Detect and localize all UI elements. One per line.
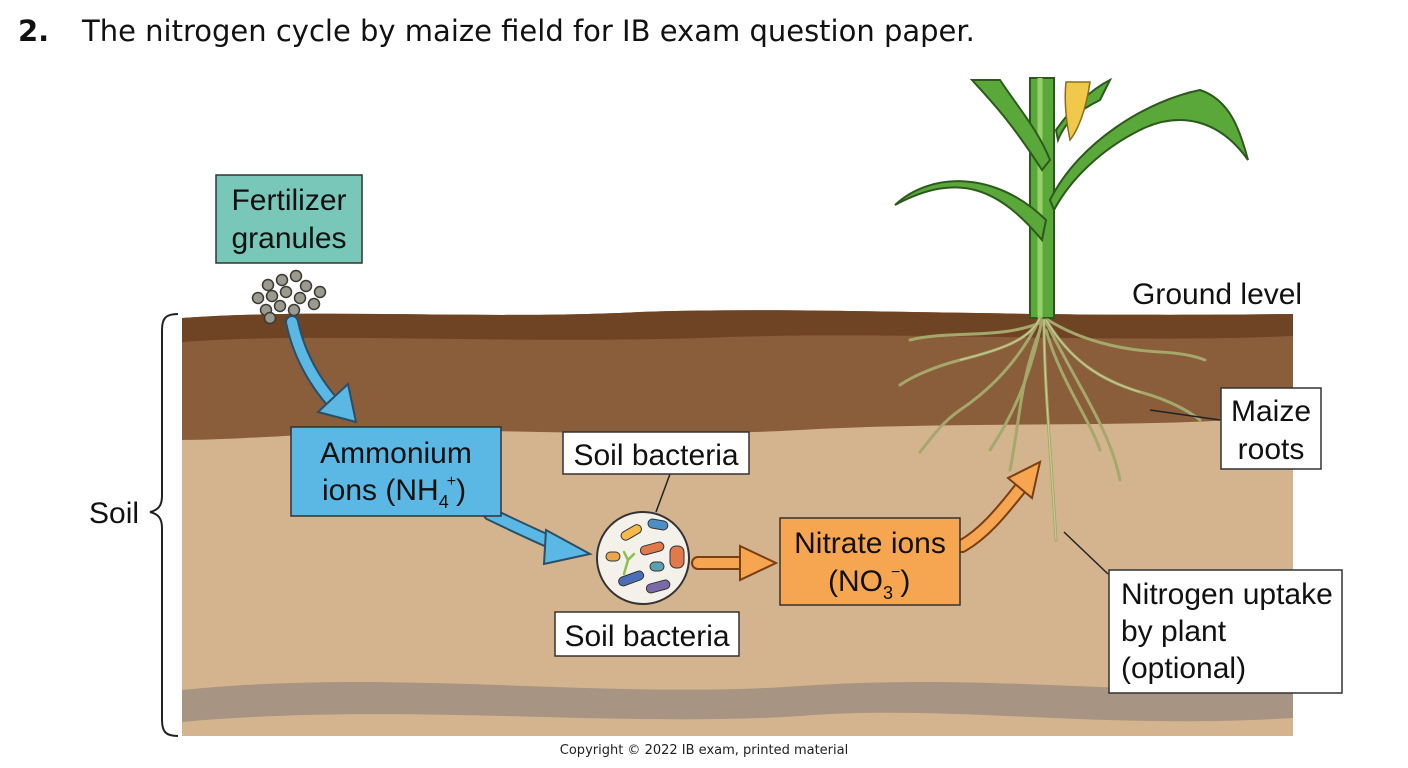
maize-plant <box>894 77 1249 319</box>
nitrate-line2: (NO3−) <box>828 564 910 603</box>
fertilizer-line1: Fertilizer <box>231 184 346 217</box>
soil-bacteria-top-label: Soil bacteria <box>573 439 738 472</box>
soil-bracket <box>149 313 179 737</box>
leader-maize-roots <box>1149 409 1221 421</box>
maize-roots-label-box: Maize roots <box>1220 387 1322 470</box>
soil-label: Soil <box>89 497 139 530</box>
leaf-left-lower <box>894 180 1048 243</box>
fertilizer-line2: granules <box>231 222 346 255</box>
root-highlights <box>959 317 1141 541</box>
nitrate-line1: Nitrate ions <box>794 527 946 560</box>
question-text: The nitrogen cycle by maize field for IB… <box>82 14 975 48</box>
soil-bacteria-bottom-label: Soil bacteria <box>564 620 729 653</box>
nitrogen-uptake-label-box: Nitrogen uptake by plant (optional) <box>1108 569 1343 694</box>
fertilizer-granules <box>251 269 327 325</box>
ammonium-label-box: Ammonium ions (NH4+) <box>290 426 502 517</box>
arrowhead-roots <box>1006 460 1042 500</box>
leader-nitrogen-uptake <box>1063 531 1109 575</box>
ground-level-label: Ground level <box>1132 278 1302 311</box>
maize-cob <box>1064 81 1091 142</box>
fertilizer-label-box: Fertilizer granules <box>215 174 363 264</box>
arrowhead-nitrate <box>739 544 779 582</box>
surface-layer <box>182 310 1293 342</box>
uptake-line1: Nitrogen uptake <box>1121 578 1333 611</box>
ammonium-line2: ions (NH4+) <box>322 473 466 512</box>
uptake-line3: (optional) <box>1121 652 1246 685</box>
copyright-notice: Copyright © 2022 IB exam, printed materi… <box>559 743 849 758</box>
nitrate-label-box: Nitrate ions (NO3−) <box>779 517 961 606</box>
deep-band <box>182 681 1293 722</box>
arrowhead-ammonium <box>542 528 593 566</box>
maize-roots-line1: Maize <box>1231 395 1311 428</box>
uptake-line2: by plant <box>1121 615 1227 648</box>
question-number: 2. <box>18 14 50 48</box>
ammonium-line1: Ammonium <box>320 437 472 470</box>
bacteria-illustration <box>596 511 690 605</box>
leaf-right <box>1048 88 1249 213</box>
soil-bacteria-top-box: Soil bacteria <box>562 431 750 475</box>
maize-roots-line2: roots <box>1238 433 1305 466</box>
leader-soil-bacteria <box>655 473 671 513</box>
arrowhead-fertilizer <box>315 382 358 424</box>
soil-bacteria-bottom-box: Soil bacteria <box>554 611 740 657</box>
leaf-left-upper <box>969 79 1052 172</box>
